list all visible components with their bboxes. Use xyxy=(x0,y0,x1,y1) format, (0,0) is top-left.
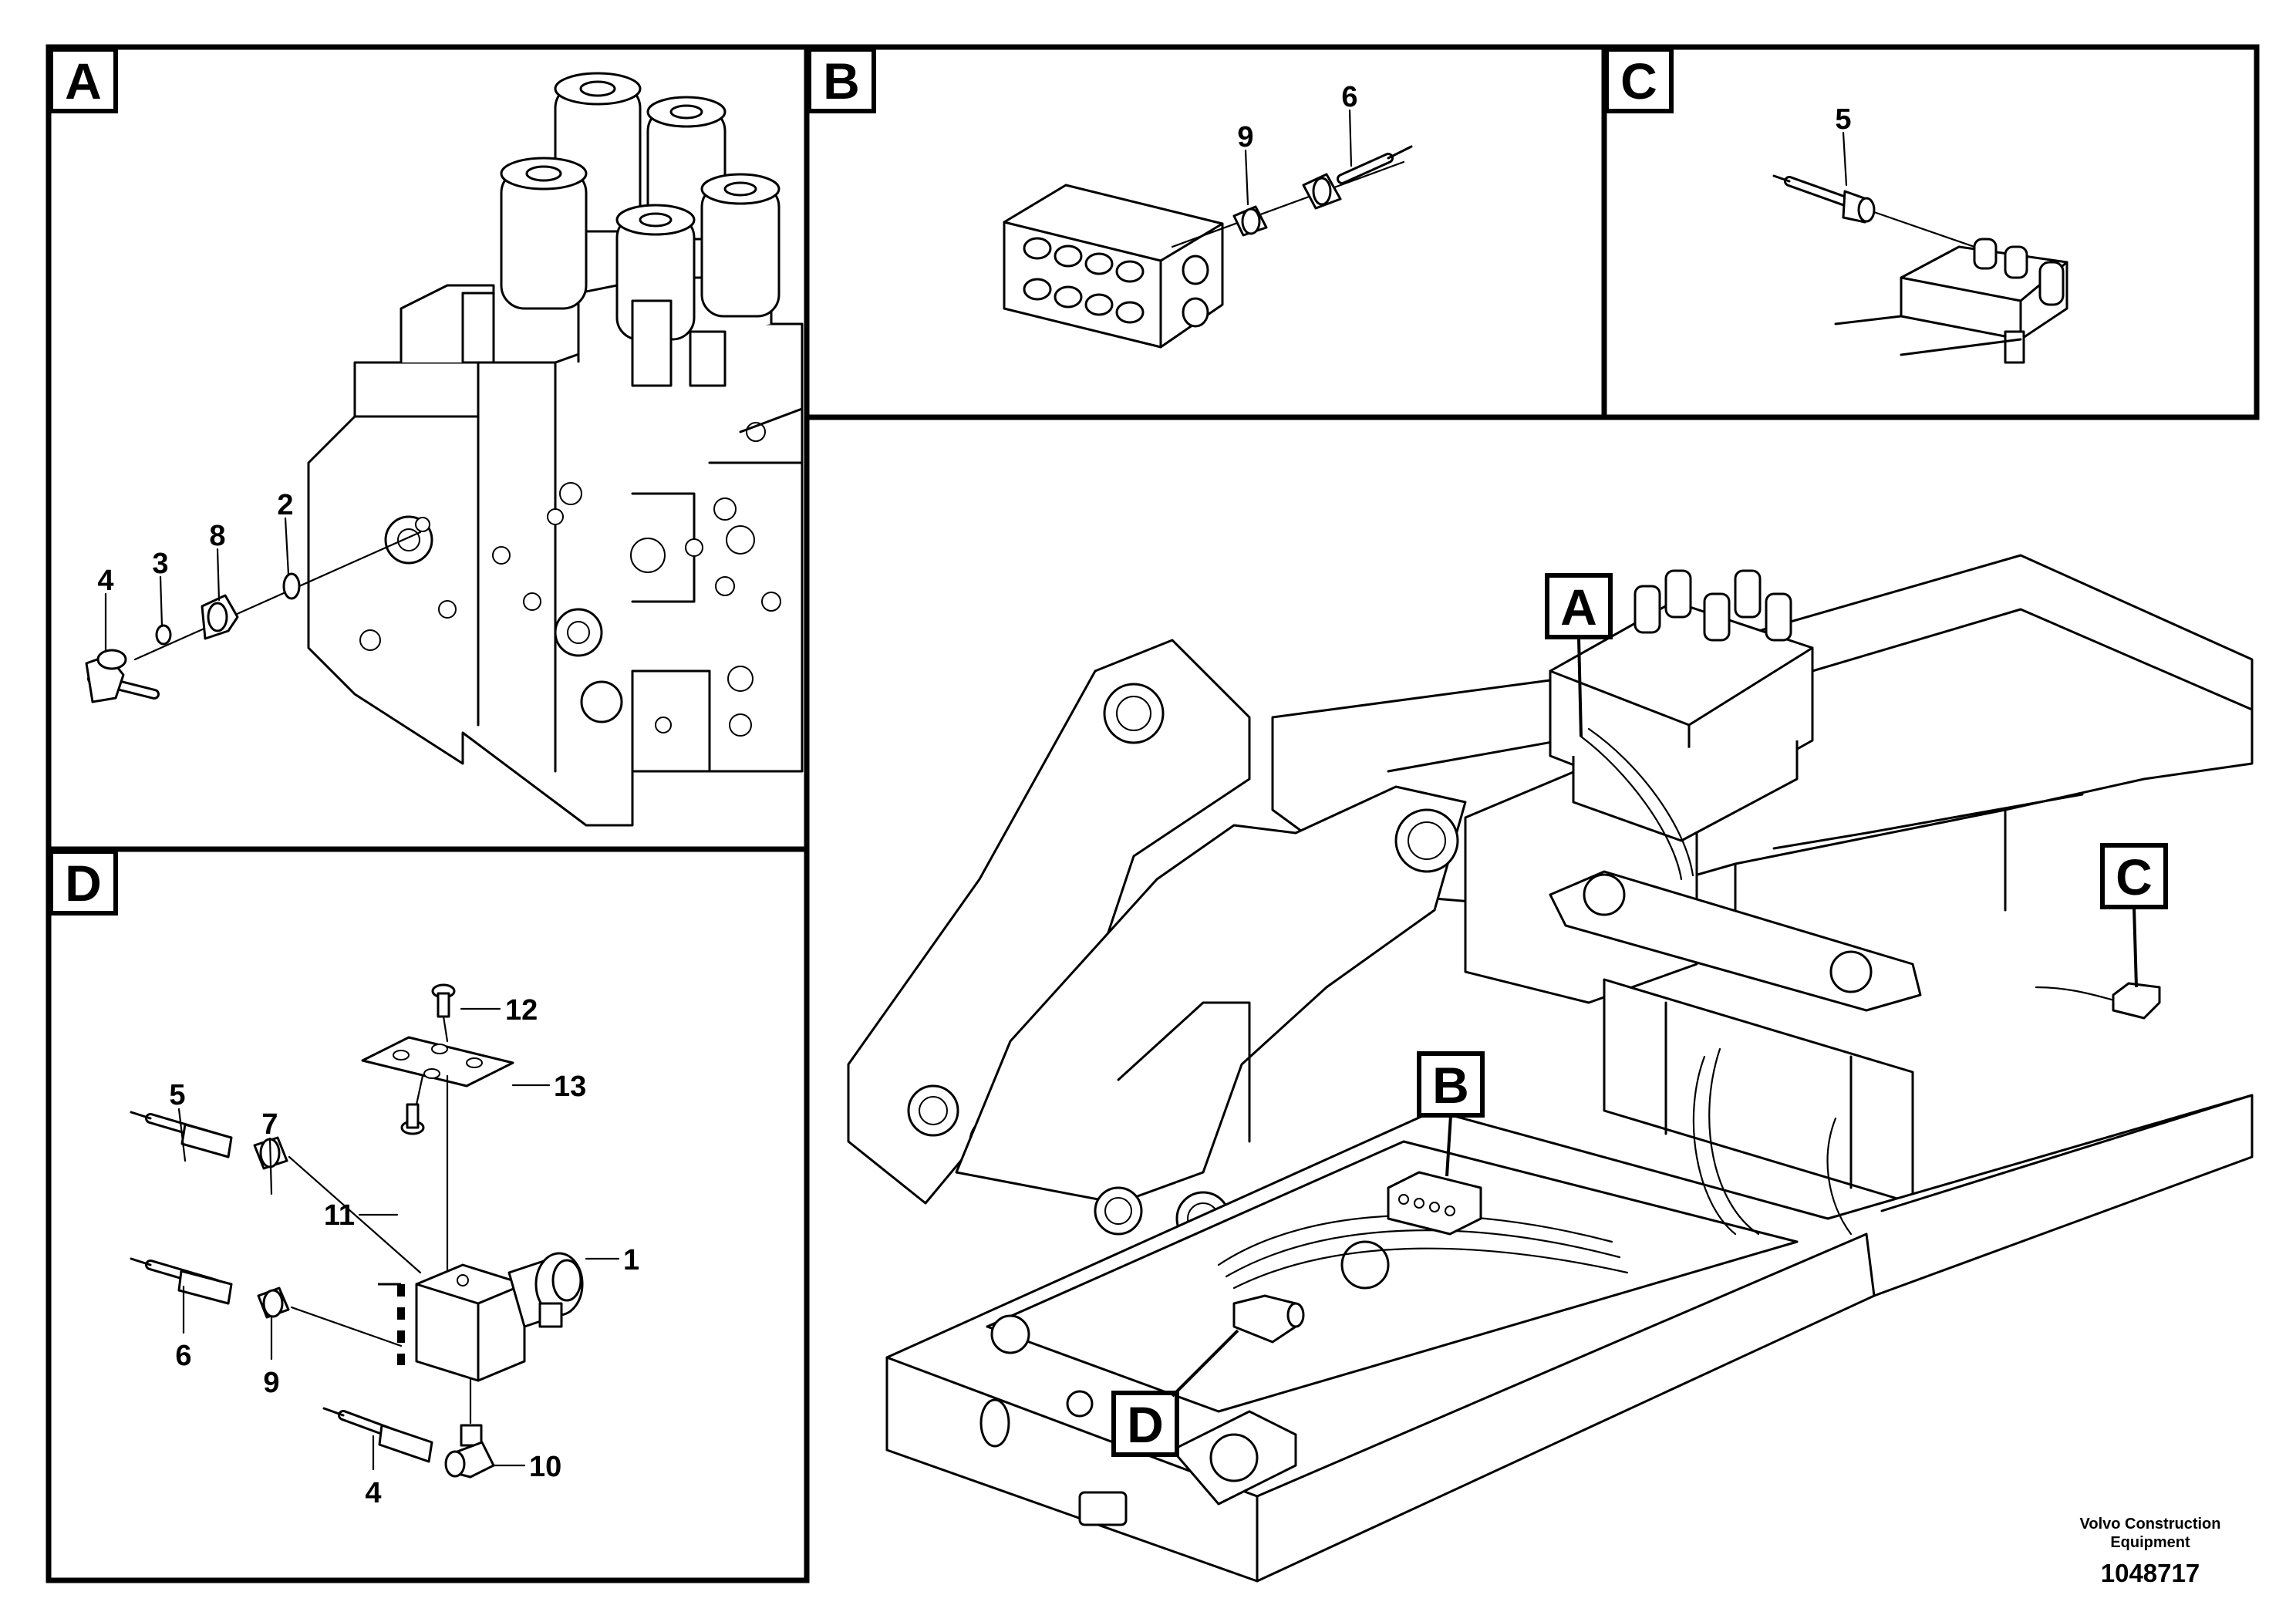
callout-b-6: 6 xyxy=(1341,81,1357,113)
panel-b-callouts: 9 6 xyxy=(1237,81,1358,206)
callout-a-4: 4 xyxy=(97,565,113,597)
callout-d-1: 1 xyxy=(623,1244,639,1276)
panel-a-letter: A xyxy=(65,52,102,110)
panel-c-letter: C xyxy=(1620,52,1657,110)
panel-b-letter-box: B xyxy=(807,47,876,113)
panel-b-letter: B xyxy=(823,52,860,110)
panel-a-callouts: 4 3 8 2 xyxy=(97,489,294,653)
panel-d-letter-box: D xyxy=(49,849,118,916)
panel-c-callouts: 5 xyxy=(1835,103,1852,187)
callout-d-13: 13 xyxy=(554,1071,586,1103)
callout-c-5: 5 xyxy=(1835,103,1851,136)
callout-a-8: 8 xyxy=(209,520,225,552)
callout-d-5: 5 xyxy=(169,1079,185,1111)
footer: Volvo Construction Equipment 1048717 xyxy=(2080,1516,2221,1587)
panel-b-block-drawing xyxy=(1003,145,1413,349)
callout-b-9: 9 xyxy=(1237,121,1253,153)
panel-d-frame xyxy=(46,846,810,1583)
callout-d-7: 7 xyxy=(261,1108,278,1141)
panel-d-callouts: 12 13 5 7 11 1 6 9 4 10 xyxy=(169,994,639,1509)
overview-tag-d: D xyxy=(1111,1329,1239,1457)
panel-c-letter-box: C xyxy=(1604,47,1674,113)
panel-a-letter-box: A xyxy=(49,47,118,113)
overview-tag-d-letter: D xyxy=(1127,1396,1164,1453)
document-number: 1048717 xyxy=(2101,1559,2200,1587)
overview-tag-b-letter: B xyxy=(1432,1057,1469,1114)
callout-a-3: 3 xyxy=(152,548,168,580)
overview-tag-c: C xyxy=(2100,843,2168,988)
panel-d-letter: D xyxy=(65,855,102,912)
overview-tag-b: B xyxy=(1417,1051,1485,1177)
credit-line-2: Equipment xyxy=(2110,1534,2190,1551)
overview-tag-a-letter: A xyxy=(1560,578,1597,636)
callout-d-11: 11 xyxy=(324,1199,355,1232)
credit-line-1: Volvo Construction xyxy=(2080,1516,2221,1533)
callout-a-2: 2 xyxy=(277,489,293,521)
panel-c-fitting-drawing xyxy=(1772,174,2068,364)
overview-frame-drawing xyxy=(847,554,2254,1583)
panel-c-frame xyxy=(1601,44,2260,420)
panel-d-solenoid-drawing xyxy=(130,983,584,1479)
overview-tag-a: A xyxy=(1545,573,1613,737)
callout-d-4: 4 xyxy=(365,1477,381,1509)
callout-d-10: 10 xyxy=(529,1451,561,1483)
callout-d-9: 9 xyxy=(263,1367,279,1399)
overview-tag-c-letter: C xyxy=(2116,848,2153,905)
callout-d-12: 12 xyxy=(505,994,538,1027)
panel-a-valve-drawing xyxy=(85,72,804,827)
callout-d-6: 6 xyxy=(175,1340,191,1372)
